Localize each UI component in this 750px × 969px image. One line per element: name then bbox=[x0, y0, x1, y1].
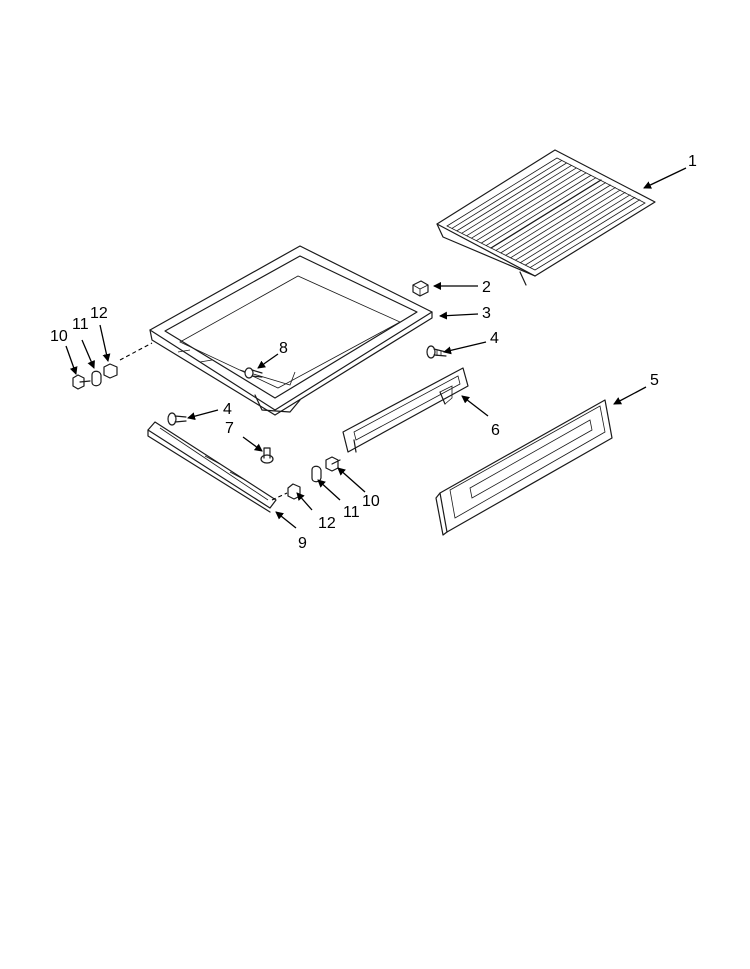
rack-wire bbox=[500, 184, 611, 254]
rack-wire bbox=[471, 169, 582, 239]
rack-wire bbox=[495, 182, 607, 251]
rack-center-bar bbox=[490, 179, 602, 249]
callout-12-right: 12 bbox=[318, 515, 336, 532]
callout-2: 2 bbox=[482, 279, 491, 296]
oven-rack bbox=[436, 149, 656, 286]
rack-wire bbox=[451, 160, 563, 229]
leader-lines bbox=[65, 167, 687, 529]
drawer-pan bbox=[149, 245, 433, 416]
callout-labels: 1 2 3 4 5 6 8 4 7 9 10 11 12 12 11 10 bbox=[50, 153, 697, 552]
callout-6: 6 bbox=[491, 422, 500, 439]
stop-clip bbox=[412, 280, 429, 297]
callout-11-left: 11 bbox=[72, 316, 89, 333]
callout-12-left: 12 bbox=[90, 305, 108, 322]
hardware-left bbox=[72, 342, 153, 390]
rack-wire bbox=[510, 189, 621, 259]
leveling-bolt bbox=[260, 447, 274, 464]
slide-rail bbox=[147, 421, 277, 513]
callout-11-right: 11 bbox=[343, 504, 360, 521]
rack-wire bbox=[529, 199, 641, 268]
rack-wire bbox=[485, 177, 597, 246]
hardware-right bbox=[271, 456, 341, 501]
callout-9: 9 bbox=[298, 535, 307, 552]
front-bracket bbox=[342, 367, 469, 453]
rack-wire bbox=[515, 191, 626, 261]
callout-3: 3 bbox=[482, 305, 491, 322]
screw-lower bbox=[167, 412, 187, 426]
rack-wire bbox=[461, 164, 572, 234]
rack-wire bbox=[456, 162, 567, 232]
drawer-front-panel bbox=[435, 399, 613, 536]
callout-10-right: 10 bbox=[362, 493, 380, 510]
rack-wire bbox=[466, 167, 577, 237]
callout-5: 5 bbox=[650, 372, 659, 389]
pan-screw bbox=[244, 367, 263, 379]
callout-4-lower: 4 bbox=[223, 401, 232, 418]
callout-8: 8 bbox=[279, 340, 288, 357]
callout-10-left: 10 bbox=[50, 328, 68, 345]
callout-4-upper: 4 bbox=[490, 330, 499, 347]
rack-wire bbox=[520, 194, 631, 264]
screw-upper bbox=[426, 345, 447, 359]
callout-7: 7 bbox=[225, 420, 234, 437]
rack-wire bbox=[525, 196, 636, 266]
rack-wire bbox=[481, 174, 592, 244]
rack-wire bbox=[476, 172, 587, 242]
rack-wire bbox=[505, 186, 616, 256]
callout-1: 1 bbox=[688, 153, 697, 170]
